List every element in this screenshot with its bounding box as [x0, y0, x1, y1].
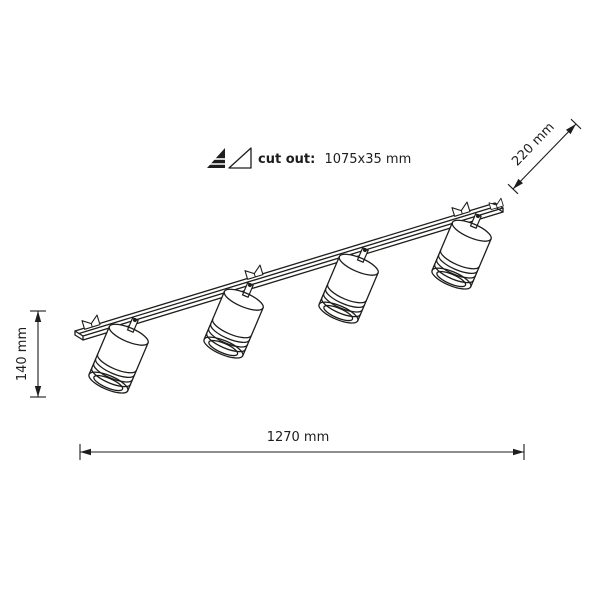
cutout-text: cut out: 1075x35 mm: [258, 152, 411, 167]
dimension-height: 140 mm: [15, 310, 46, 398]
cut-icon: [207, 147, 252, 169]
dimension-width: 1270 mm: [79, 430, 525, 460]
dimension-depth-label: 220 mm: [509, 120, 557, 169]
cutout-annotation: cut out: 1075x35 mm: [207, 147, 411, 169]
cutout-label: cut out:: [258, 152, 315, 167]
fixture: [74, 197, 504, 398]
track-rail: [74, 202, 504, 341]
dimension-depth: 220 mm: [507, 118, 582, 195]
cutout-value: 1075x35 mm: [324, 152, 411, 167]
dimension-height-label: 140 mm: [15, 327, 30, 381]
dimension-width-label: 1270 mm: [267, 430, 330, 445]
